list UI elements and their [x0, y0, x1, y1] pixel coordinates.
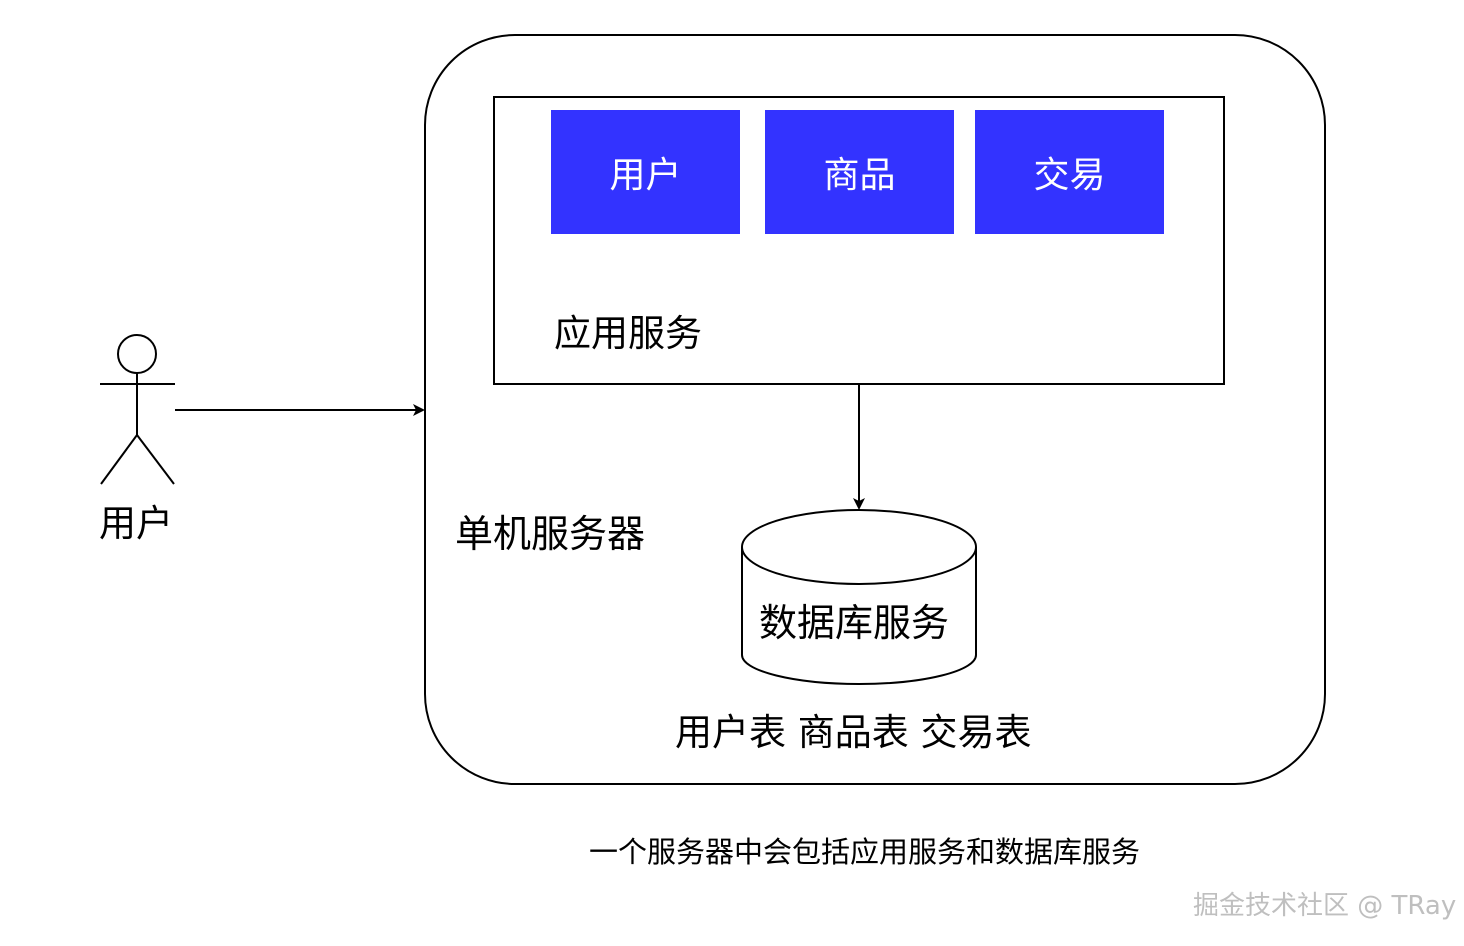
module-trade-label: 交易 — [1033, 155, 1106, 196]
database-tables-label: 用户表 商品表 交易表 — [675, 711, 1032, 754]
watermark: 掘金技术社区 @ TRay — [1193, 891, 1457, 921]
server-label: 单机服务器 — [455, 512, 646, 556]
database-label: 数据库服务 — [759, 601, 950, 645]
diagram-caption: 一个服务器中会包括应用服务和数据库服务 — [589, 835, 1141, 869]
module-trade: 交易 — [975, 110, 1164, 234]
module-user: 用户 — [551, 110, 740, 234]
app-service-label: 应用服务 — [554, 312, 702, 355]
module-user-label: 用户 — [609, 155, 682, 196]
user-actor-icon — [100, 334, 175, 485]
module-product-label: 商品 — [823, 155, 896, 196]
server-container — [424, 34, 1326, 785]
module-product: 商品 — [765, 110, 954, 234]
database-cylinder-icon — [741, 509, 977, 685]
actor-label: 用户 — [99, 502, 173, 545]
